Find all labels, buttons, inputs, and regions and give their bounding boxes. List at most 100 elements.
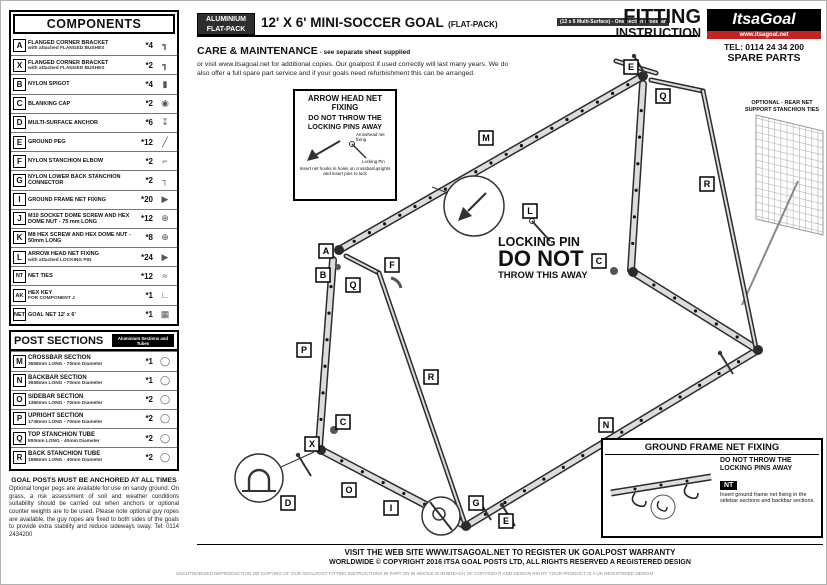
ground-frame-caption: Insert ground frame net fixing in the si… bbox=[720, 491, 815, 505]
elbow-icon: ⌐ bbox=[162, 155, 168, 166]
anchor-warning-body: Optional longer pegs are available for u… bbox=[9, 486, 179, 539]
component-description: M10 SOCKET DOME SCREW AND HEX DOME NUT -… bbox=[28, 213, 135, 225]
warranty-line: VISIT THE WEB SITE WWW.ITSAGOAL.NET TO R… bbox=[344, 548, 676, 557]
post-section-name: BACK STANCHION TUBE bbox=[28, 451, 101, 458]
component-quantity: *12 bbox=[140, 137, 153, 147]
post-section-name: BACKBAR SECTION bbox=[28, 374, 87, 381]
arrowhead-callout-warning: DO NOT THROW THE LOCKING PINS AWAY bbox=[307, 113, 383, 131]
post-section-quantity: *2 bbox=[145, 433, 153, 443]
tube-section-icon: ◯ bbox=[159, 355, 171, 366]
anchor-warning-title: GOAL POSTS MUST BE ANCHORED AT ALL TIMES bbox=[11, 477, 177, 484]
component-name: NYLON LOWER BACK STANCHION CONNECTOR bbox=[28, 174, 121, 187]
locking-pin-sub: THROW THIS AWAY bbox=[498, 269, 588, 281]
ground-frame-net-fixing-callout: GROUND FRAME NET FIXING DO NOT THROW THE… bbox=[601, 438, 823, 538]
fitting-line1: FITTING bbox=[623, 6, 701, 28]
component-description: NYLON LOWER BACK STANCHION CONNECTOR bbox=[28, 174, 135, 186]
component-description: M8 HEX SCREW AND HEX DOME NUT - 50mm LON… bbox=[28, 232, 135, 244]
care-heading: CARE & MAINTENANCE bbox=[197, 45, 318, 57]
component-description: MULTI-SURFACE ANCHOR bbox=[28, 120, 135, 126]
diagram-label-I: I bbox=[383, 500, 399, 516]
post-sections-panel: POST SECTIONS Aluminium Sections and Tub… bbox=[9, 330, 179, 471]
logo-wordmark: ItsaGoal bbox=[732, 11, 796, 28]
tube-section-icon: ◯ bbox=[159, 375, 171, 386]
cap-icon: ◉ bbox=[161, 98, 169, 109]
logo-website: www.itsagoal.net bbox=[707, 31, 821, 39]
component-quantity: *2 bbox=[145, 60, 153, 70]
elbow-part bbox=[390, 276, 403, 289]
care-body: or visit www.itsagoal.net for additional… bbox=[197, 61, 509, 77]
locking-pin-title: LOCKING PIN bbox=[498, 235, 580, 249]
component-name: FLANGED CORNER BRACKET bbox=[28, 59, 109, 66]
rear-net-graphic bbox=[741, 114, 824, 306]
title-suffix: (FLAT-PACK) bbox=[448, 20, 498, 29]
post-section-quantity: *1 bbox=[145, 356, 153, 366]
corner-joint bbox=[753, 345, 763, 355]
title-note: (12 x 6 Multi-Surface) - One section cro… bbox=[557, 18, 669, 26]
svg-text:C: C bbox=[340, 417, 347, 427]
post-section-subtext: 1736mm LONG - 70mm Diameter bbox=[28, 419, 103, 425]
peg-icon: ╱ bbox=[162, 136, 168, 147]
diagram-label-R: R bbox=[423, 369, 439, 385]
component-quantity: *8 bbox=[145, 233, 153, 243]
component-quantity: *1 bbox=[145, 310, 153, 320]
component-name: HEX KEY bbox=[28, 289, 53, 296]
post-sections-header: POST SECTIONS Aluminium Sections and Tub… bbox=[11, 332, 177, 352]
diagram-label-X: X bbox=[304, 436, 320, 452]
svg-text:R: R bbox=[428, 372, 435, 382]
ground-peg bbox=[719, 352, 734, 375]
component-letter-box: E bbox=[13, 135, 26, 149]
post-section-subtext: 3658mm LONG - 70mm Diameter bbox=[28, 362, 103, 368]
component-quantity: *2 bbox=[145, 156, 153, 166]
post-section-name: SIDEBAR SECTION bbox=[28, 393, 84, 400]
care-maintenance: CARE & MAINTENANCE - see separate sheet … bbox=[197, 41, 509, 79]
post-section-quantity: *2 bbox=[145, 395, 153, 405]
component-name: NET TIES bbox=[28, 273, 53, 280]
component-letter-box: NT bbox=[13, 269, 26, 283]
spigot-icon: ▮ bbox=[162, 78, 168, 89]
component-quantity: *4 bbox=[145, 41, 153, 51]
post-section-name: TOP STANCHION TUBE bbox=[28, 432, 96, 439]
tube-section-icon: ◯ bbox=[159, 432, 171, 443]
corner-bracket-icon: ┓ bbox=[162, 40, 168, 51]
post-section-subtext: 1380mm LONG - 70mm Diameter bbox=[28, 400, 103, 406]
post-section-subtext: 1886mm LONG - 40mm Diameter bbox=[28, 458, 103, 464]
net-icon: ▦ bbox=[160, 309, 170, 320]
component-letter-box: C bbox=[13, 97, 26, 111]
corner-joint bbox=[628, 267, 638, 277]
component-letter-box: F bbox=[13, 154, 26, 168]
post-section-quantity: *1 bbox=[145, 376, 153, 386]
connector-icon: ┐ bbox=[161, 174, 169, 185]
component-subtext: FOR COMPONENT J bbox=[28, 295, 75, 301]
legal-smallprint: UNAUTHORISED REPRODUCTION OR COPYING OF … bbox=[176, 571, 653, 576]
diagram-label-C: C bbox=[591, 253, 607, 269]
ground-frame-diagram bbox=[610, 473, 712, 520]
tube-section-icon: ◯ bbox=[159, 413, 171, 424]
tube-section-icon: ◯ bbox=[159, 394, 171, 405]
ground-peg bbox=[297, 454, 312, 477]
component-name: ARROW HEAD NET FIXING bbox=[28, 251, 99, 258]
care-heading-suffix: - see separate sheet supplied bbox=[317, 49, 411, 56]
component-letter-box: L bbox=[13, 250, 26, 264]
arrowhead-net-fixing-callout: ARROW HEAD NET FIXING DO NOT THROW THE L… bbox=[293, 89, 397, 201]
screw-icon: ⊕ bbox=[161, 213, 169, 224]
anchor-detail-circle bbox=[234, 453, 284, 503]
svg-text:X: X bbox=[309, 439, 315, 449]
component-description: GROUND PEG bbox=[28, 139, 135, 145]
post-section-name: CROSSBAR SECTION bbox=[28, 355, 91, 362]
diagram-label-E: E bbox=[498, 513, 514, 529]
diagram-label-G: G bbox=[468, 495, 484, 511]
